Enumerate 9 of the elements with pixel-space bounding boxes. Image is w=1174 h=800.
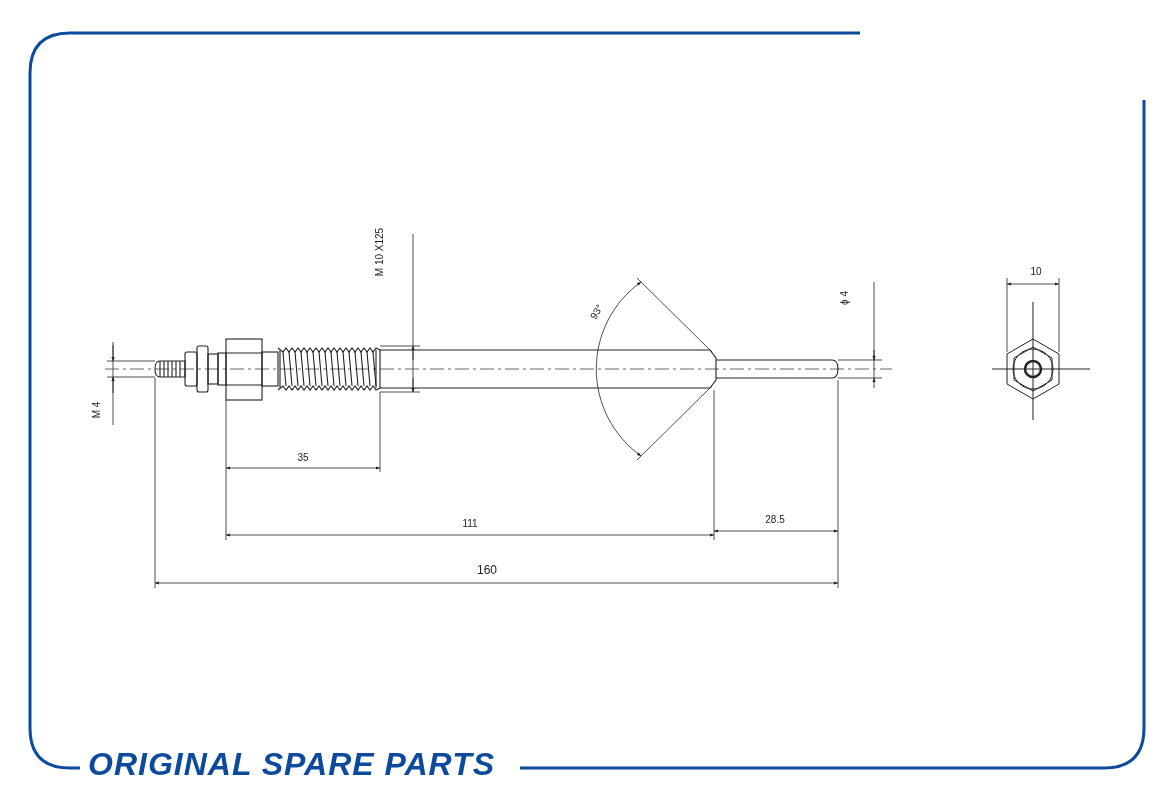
dimension-label: 111 <box>462 519 478 529</box>
dimension-label: 28.5 <box>765 515 785 525</box>
dimension-label: 10 <box>1030 267 1042 277</box>
dimension-label: ϕ 4 <box>840 291 850 305</box>
dimension-label: M 10 X125 <box>375 227 385 277</box>
dimension-label: 93° <box>588 302 606 322</box>
dimension-label: 35 <box>297 453 309 463</box>
dimension-label: M 4 <box>92 401 102 419</box>
dimension-label: 160 <box>477 564 497 576</box>
